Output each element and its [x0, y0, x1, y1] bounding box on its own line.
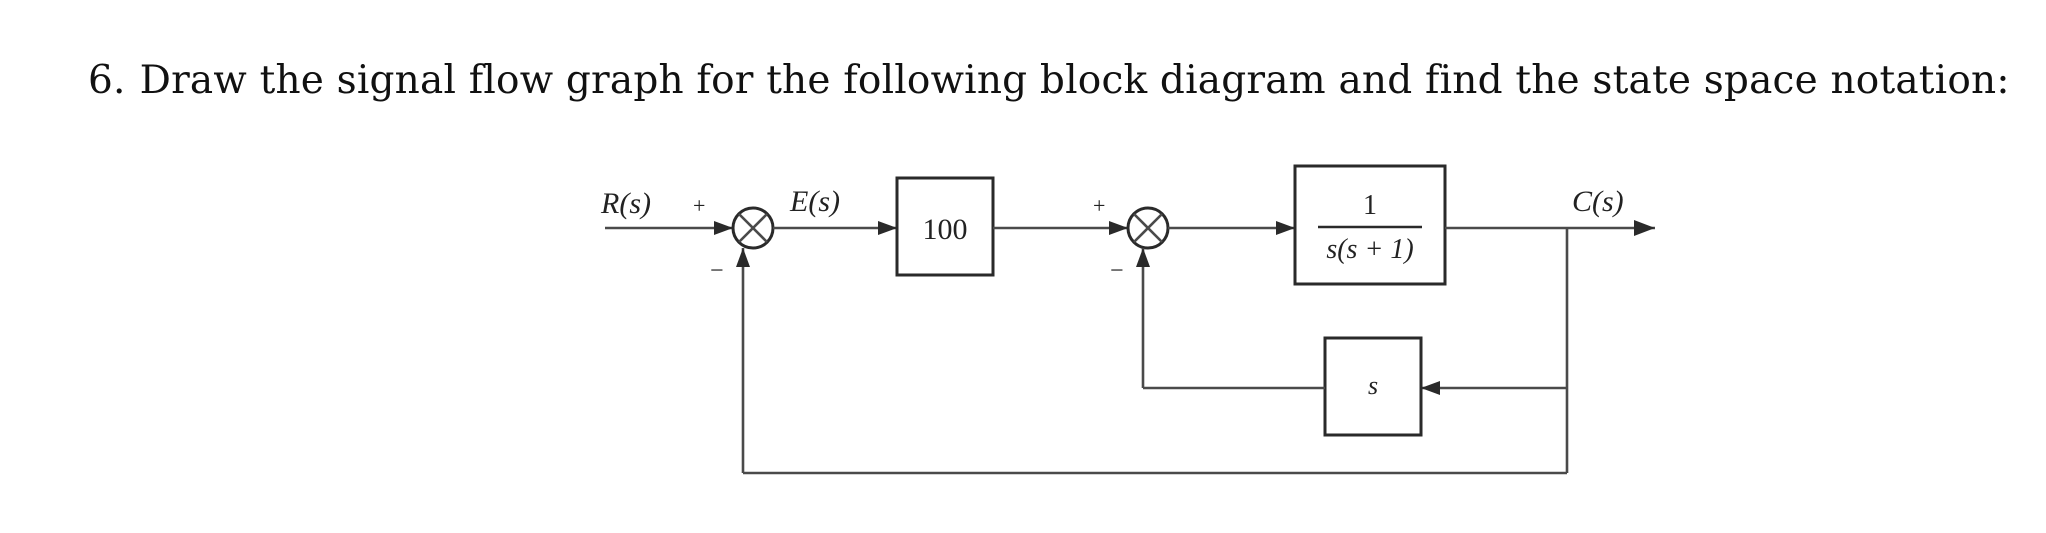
output-label: C(s) [1572, 185, 1624, 218]
gain-block [895, 176, 995, 277]
feedback-block-value: s [1368, 371, 1378, 400]
sum2-plus-sign: + [1093, 193, 1105, 218]
input-label: R(s) [600, 187, 651, 220]
error-label: E(s) [789, 185, 840, 218]
sum1-plus-sign: + [693, 193, 705, 218]
plant-input-arrow [1276, 221, 1295, 235]
sum2-feedback-arrow [1136, 248, 1150, 267]
gain-value: 100 [923, 213, 968, 246]
sum2-minus-sign: − [1110, 258, 1124, 284]
plant-numerator: 1 [1363, 190, 1377, 221]
output-arrow [1634, 220, 1655, 236]
sum1-feedback-arrow [736, 248, 750, 267]
question-prompt: Draw the signal flow graph for the follo… [139, 58, 2010, 103]
sum1-minus-sign: − [710, 258, 724, 284]
feedback-block [1323, 336, 1423, 437]
feedback-block-arrow [1421, 381, 1440, 395]
summing-junction-2 [1126, 206, 1170, 250]
summing-junction-1 [731, 206, 775, 250]
sum2-input-arrow [1109, 221, 1128, 235]
error-arrow [878, 221, 897, 235]
question-number: 6. [88, 58, 126, 103]
input-arrow [714, 221, 733, 235]
plant-block [1293, 164, 1447, 286]
question-text: 6. Draw the signal flow graph for the fol… [88, 58, 2010, 103]
plant-denominator: s(s + 1) [1326, 234, 1413, 265]
